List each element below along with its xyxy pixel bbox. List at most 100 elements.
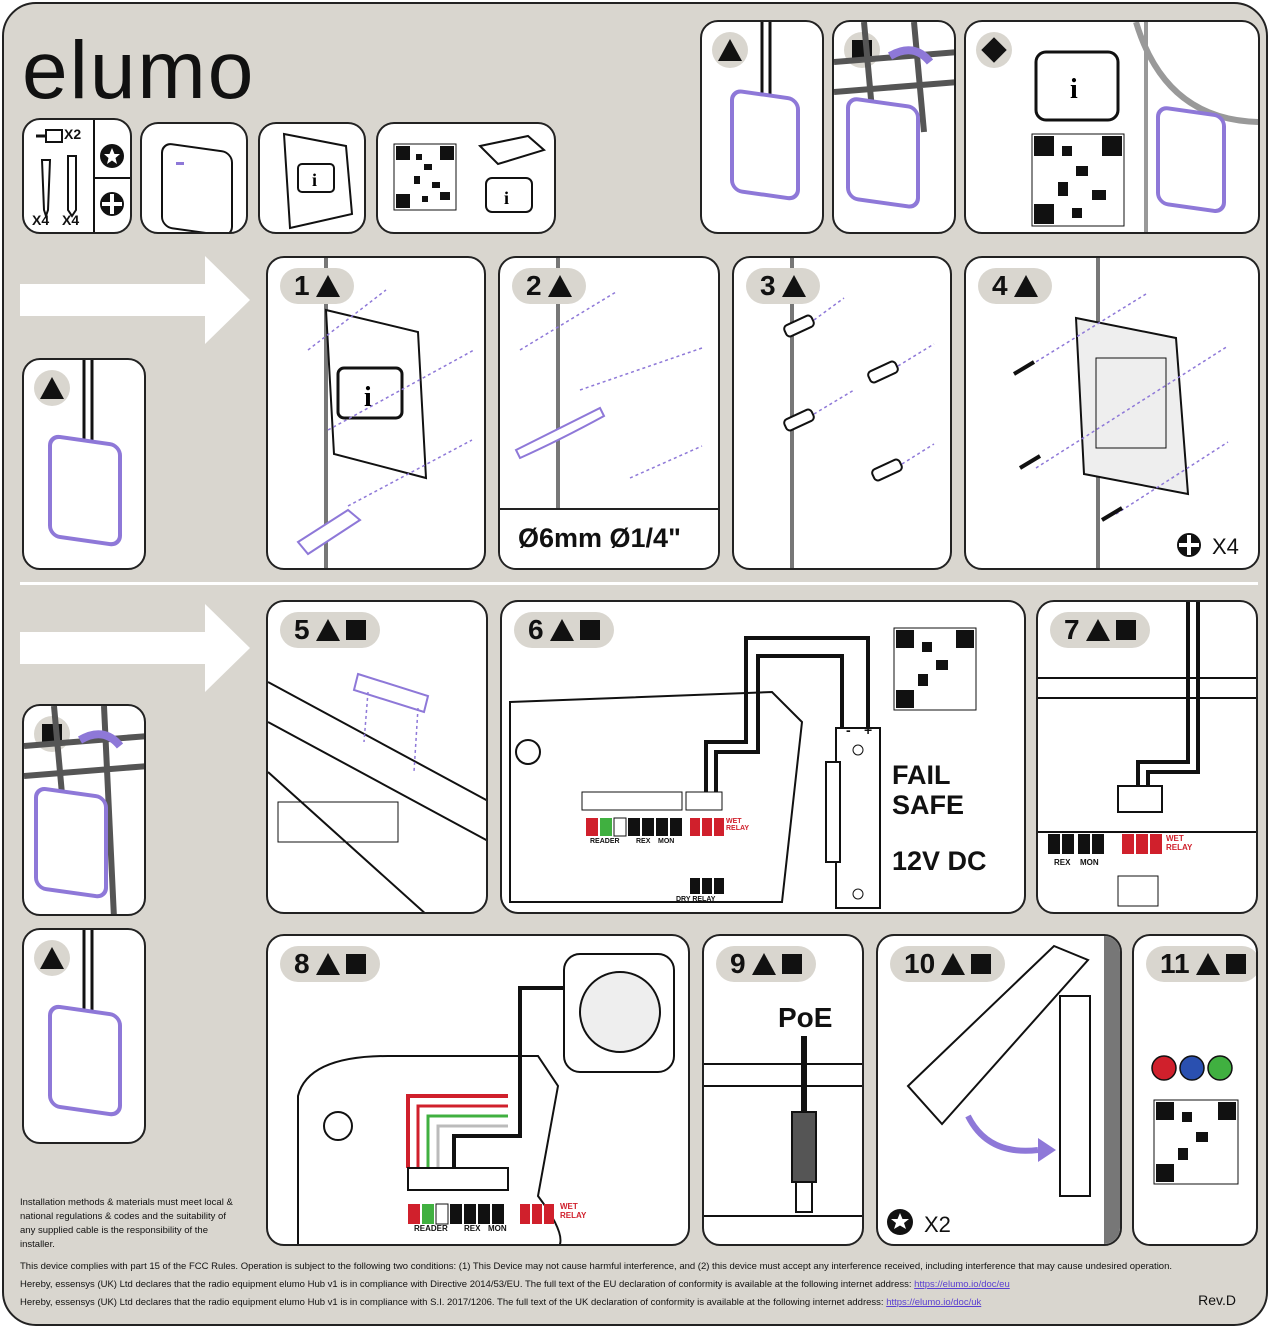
hub-wall-illustration: [48, 930, 122, 1117]
mount-wall-legend: [700, 20, 824, 234]
mount-ceiling-legend: [832, 20, 956, 234]
wet-relay-label: WET RELAY: [726, 818, 750, 832]
revision-label: Rev.D: [1198, 1292, 1236, 1308]
rex-label: REX: [1054, 858, 1071, 867]
step-10-label: 10: [890, 946, 1006, 982]
diamond-symbol: [976, 32, 1012, 68]
step-9-label: 9: [716, 946, 816, 982]
step-11-label: 11: [1146, 946, 1256, 982]
wet-relay-label: WET RELAY: [560, 1202, 587, 1220]
triangle-symbol: [549, 619, 574, 641]
plug-qty: X4: [62, 212, 80, 228]
fail-text: FAIL: [892, 760, 951, 790]
flow-arrow-icon: [20, 256, 250, 344]
step-2-panel: 2 Ø6mm Ø1/4": [498, 256, 720, 570]
triangle-symbol: [547, 275, 572, 297]
step-1-panel: i 1: [266, 256, 486, 570]
triangle-symbol: [941, 953, 966, 975]
uk-declaration: Hereby, essensys (UK) Ltd declares that …: [20, 1296, 1220, 1310]
fail-safe-wiring-illustration: [509, 627, 977, 909]
triangle-symbol: [712, 32, 748, 68]
square-symbol: [781, 954, 802, 974]
led-status-illustration: [1151, 1055, 1239, 1185]
screw-count: X4: [1212, 534, 1239, 559]
square-symbol: [1115, 620, 1136, 640]
uk-declaration-text: Hereby, essensys (UK) Ltd declares that …: [20, 1297, 887, 1308]
svg-text:i: i: [1070, 74, 1078, 105]
screw-qty: X4: [32, 212, 50, 228]
step-5-panel: 5: [266, 600, 488, 914]
wet-relay-label: WET RELAY: [1166, 834, 1193, 852]
triangle-symbol: [34, 370, 70, 406]
triangle-symbol: [1013, 275, 1038, 297]
template-icon: i: [282, 132, 354, 230]
template-wall-illustration: i: [296, 289, 475, 556]
documentation-panel: i: [376, 122, 556, 234]
torx-screw-icon: [887, 1209, 913, 1235]
svg-text:i: i: [504, 188, 509, 208]
cover-removal-illustration: [268, 672, 486, 912]
poe-caption: PoE: [778, 1002, 833, 1033]
side-wall-mount: [22, 358, 146, 570]
step-6-panel: 6 - + READER REX MON WET RELAY DRY RELAY…: [500, 600, 1026, 914]
drill-illustration: [514, 291, 703, 479]
rex-label: REX: [636, 838, 651, 845]
triangle-symbol: [1085, 619, 1110, 641]
square-symbol: [1225, 954, 1246, 974]
svg-text:i: i: [312, 170, 317, 190]
step-11-panel: 11: [1132, 934, 1258, 1246]
phillips-screw-icon: [1177, 533, 1201, 557]
step-4-label: 4: [978, 268, 1052, 304]
square-symbol: [579, 620, 600, 640]
triangle-symbol: [315, 619, 340, 641]
mon-label: MON: [1080, 858, 1099, 867]
step-8-panel: 8 READER REX MON WET RELAY: [266, 934, 690, 1246]
dry-relay-label: DRY RELAY: [676, 896, 716, 903]
step-2-label: 2: [512, 268, 586, 304]
hub-wall-illustration: [730, 22, 800, 201]
triangle-symbol: [34, 940, 70, 976]
eu-declaration-link[interactable]: https://elumo.io/doc/eu: [914, 1279, 1010, 1290]
reader-wiring-illustration: [297, 953, 675, 1244]
triangle-symbol: [781, 275, 806, 297]
minus-terminal: -: [846, 722, 851, 738]
step-3-label: 3: [746, 268, 820, 304]
hub-device-icon: [161, 143, 233, 232]
base-plate-illustration: [1012, 293, 1229, 522]
square-symbol: [345, 954, 366, 974]
side-wall-mount-2: [22, 928, 146, 1144]
manual-qr-illustration: i: [1031, 22, 1258, 232]
fcc-statement: This device complies with part 15 of the…: [20, 1261, 1173, 1272]
eu-declaration-text: Hereby, essensys (UK) Ltd declares that …: [20, 1279, 915, 1290]
triangle-symbol: [751, 953, 776, 975]
safe-text: SAFE: [892, 790, 965, 820]
small-screw-qty: X2: [64, 126, 82, 142]
step-1-label: 1: [280, 268, 354, 304]
mon-label: MON: [488, 1224, 507, 1233]
step-9-panel: 9 PoE: [702, 934, 864, 1246]
qr-code-icon: i: [393, 134, 547, 213]
uk-declaration-link[interactable]: https://elumo.io/doc/uk: [886, 1297, 982, 1308]
eu-declaration: Hereby, essensys (UK) Ltd declares that …: [20, 1278, 1220, 1292]
screws-icon: [36, 120, 130, 232]
triangle-symbol: [315, 953, 340, 975]
rex-label: REX: [464, 1224, 481, 1233]
triangle-symbol: [315, 275, 340, 297]
step-8-label: 8: [280, 946, 380, 982]
square-symbol: [345, 620, 366, 640]
voltage-text: 12V DC: [892, 846, 987, 876]
relay-wiring-illustration: [1038, 602, 1256, 907]
installation-note: Installation methods & materials must me…: [20, 1197, 233, 1250]
elumo-logo: elumo: [22, 25, 256, 116]
step-5-label: 5: [280, 612, 380, 648]
flow-arrow-icon: [20, 604, 250, 692]
hub-ceiling-illustration: [24, 706, 144, 914]
cover-close-illustration: [906, 936, 1120, 1244]
step-10-panel: 10 X2: [876, 934, 1122, 1246]
mounting-template-panel: i: [258, 122, 366, 234]
wall-plugs-illustration: [783, 297, 935, 482]
step-7-label: 7: [1050, 612, 1150, 648]
hub-ceiling-illustration: [834, 22, 954, 209]
step-4-panel: 4 X4: [964, 256, 1260, 570]
